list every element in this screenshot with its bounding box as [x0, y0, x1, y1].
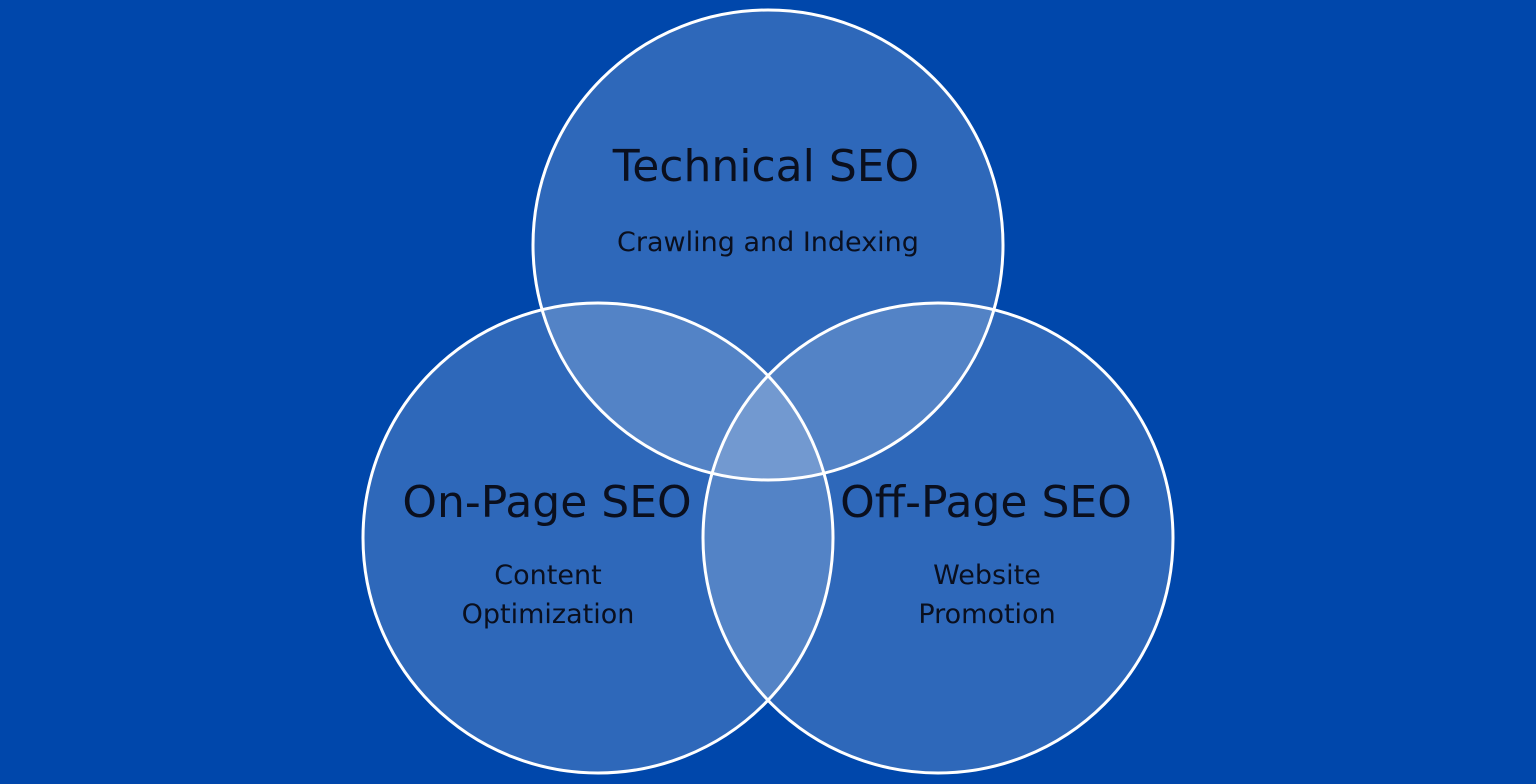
circle-off-page-seo: [701, 301, 1175, 775]
technical-seo-subtitle: Crawling and Indexing: [617, 227, 919, 258]
off-page-seo-subtitle-2: Promotion: [918, 599, 1055, 630]
on-page-seo-title: On-Page SEO: [402, 477, 691, 528]
technical-seo-title: Technical SEO: [612, 141, 919, 192]
off-page-seo-subtitle-1: Website: [933, 560, 1041, 591]
off-page-seo-title: Off-Page SEO: [840, 477, 1132, 528]
on-page-seo-subtitle-1: Content: [494, 560, 601, 591]
circle-on-page-seo: [361, 301, 835, 775]
on-page-seo-subtitle-2: Optimization: [462, 599, 635, 630]
circle-technical-seo: [531, 8, 1005, 482]
